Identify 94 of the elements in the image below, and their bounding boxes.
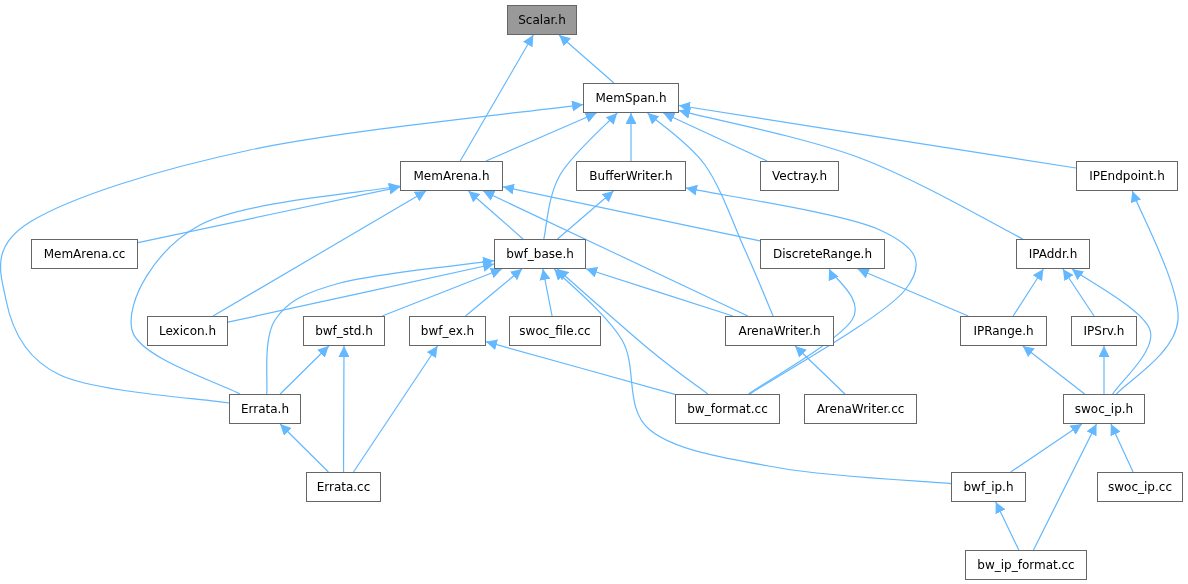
- dependency-arrow: [1110, 423, 1134, 473]
- file-name: Lexicon.h: [158, 324, 216, 338]
- dependency-arrow: [0, 100, 584, 404]
- dependency-arrow: [539, 268, 553, 317]
- file-box: [760, 239, 885, 269]
- file-box: [1076, 161, 1178, 191]
- file-box: [1016, 239, 1090, 269]
- file-box: [675, 394, 780, 424]
- dependency-arrow: [279, 345, 330, 395]
- file-name: bw_format.cc: [687, 402, 768, 416]
- dependency-arrow: [1071, 268, 1152, 395]
- dependency-arrow: [338, 345, 350, 473]
- dependency-arrow: [502, 183, 761, 242]
- file-name: bwf_ex.h: [420, 324, 475, 338]
- dependency-arrow: [685, 184, 917, 395]
- file-name: bw_ip_format.cc: [977, 558, 1075, 572]
- dependency-arrow: [467, 190, 524, 240]
- file-name: IPEndpoint.h: [1089, 169, 1165, 183]
- file-name: IPRange.h: [973, 324, 1034, 338]
- file-box: [494, 239, 586, 269]
- file-box: [583, 83, 679, 113]
- dependency-arrow: [1062, 268, 1095, 317]
- file-name: bwf_std.h: [315, 324, 373, 338]
- dependency-arrow: [227, 261, 495, 323]
- dependency-arrow: [794, 345, 846, 395]
- file-box: [760, 161, 839, 191]
- file-name: MemArena.cc: [43, 247, 126, 261]
- dependency-arrow: [279, 423, 329, 473]
- file-name: swoc_ip.cc: [1108, 480, 1172, 494]
- dependency-arrow: [1032, 423, 1098, 551]
- dependency-arrow: [678, 107, 1024, 240]
- dependency-arrow: [558, 34, 615, 84]
- dependency-arrow: [212, 190, 427, 317]
- file-name: MemArena.h: [413, 169, 490, 183]
- file-name: ArenaWriter.cc: [816, 402, 905, 416]
- dependency-arrow: [662, 112, 768, 162]
- dependency-arrow: [1098, 345, 1110, 395]
- file-box: [965, 550, 1087, 580]
- file-box: [804, 394, 917, 424]
- dependency-arrow: [857, 268, 969, 317]
- dependency-arrow: [459, 34, 534, 162]
- file-box: [147, 316, 228, 346]
- file-name: BufferWriter.h: [589, 169, 673, 183]
- file-name: ArenaWriter.h: [738, 324, 821, 338]
- dependency-arrow: [625, 112, 637, 162]
- file-box: [960, 316, 1047, 346]
- dependency-arrow: [1022, 345, 1086, 395]
- file-box: [1097, 472, 1183, 502]
- file-box: [409, 316, 486, 346]
- file-name: MemSpan.h: [595, 91, 667, 105]
- file-box: [400, 161, 503, 191]
- file-name: IPSrv.h: [1083, 324, 1125, 338]
- dependency-arrow: [585, 266, 734, 317]
- file-name: DiscreteRange.h: [773, 247, 872, 261]
- dependency-arrow: [352, 345, 439, 473]
- dependency-arrow: [553, 268, 952, 485]
- file-box: [1071, 316, 1137, 346]
- dependency-arrow: [556, 268, 709, 395]
- file-box: [951, 472, 1026, 502]
- dependency-arrow: [485, 112, 598, 162]
- file-name: swoc_ip.h: [1074, 402, 1134, 416]
- file-box: [31, 239, 138, 269]
- file-name: Errata.cc: [316, 480, 371, 494]
- file-box: [725, 316, 834, 346]
- file-name: Errata.h: [240, 402, 290, 416]
- dependency-arrow: [1010, 423, 1083, 473]
- file-box: [509, 316, 601, 346]
- file-box: [306, 472, 381, 502]
- file-box: [1063, 394, 1145, 424]
- file-name: IPAddr.h: [1028, 247, 1078, 261]
- dependency-arrow: [137, 183, 401, 244]
- dependency-arrow: [747, 268, 856, 395]
- dependency-arrow: [485, 339, 676, 395]
- dependency-arrow: [647, 112, 774, 317]
- file-box: [303, 316, 385, 346]
- dependency-arrow: [1115, 190, 1179, 395]
- file-name: bwf_ip.h: [963, 480, 1014, 494]
- dependency-arrow: [130, 182, 401, 395]
- file-name: swoc_file.cc: [519, 324, 591, 338]
- file-name: bwf_base.h: [506, 247, 574, 261]
- dependency-arrow: [556, 190, 615, 240]
- file-name: Scalar.h: [518, 13, 566, 27]
- dependency-arrow: [1012, 268, 1044, 317]
- dependency-arrow: [995, 501, 1020, 551]
- dependency-arrow: [482, 190, 749, 317]
- file-box: [576, 161, 686, 191]
- dependency-arrow: [678, 101, 1077, 169]
- highlighted-file-box: [507, 5, 577, 35]
- dependency-arrow: [381, 267, 503, 317]
- file-name: Vectray.h: [771, 169, 828, 183]
- dependency-arrow: [464, 268, 523, 317]
- dependency-arrow: [543, 112, 618, 240]
- dependency-arrow: [266, 256, 495, 395]
- file-box: [229, 394, 301, 424]
